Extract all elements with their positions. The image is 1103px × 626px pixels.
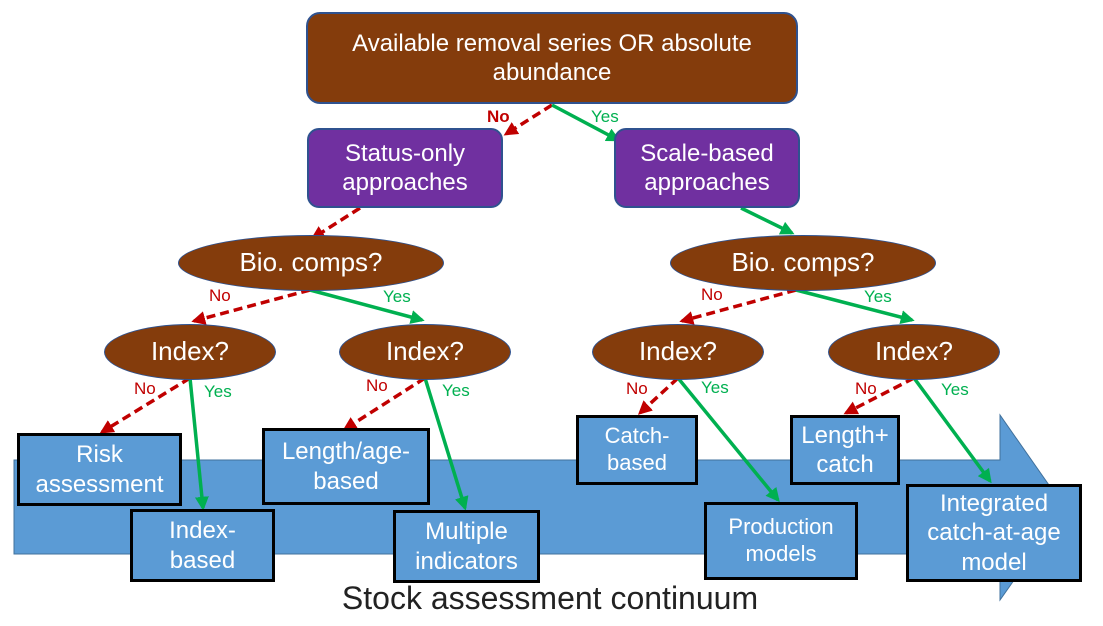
edge-index-2-no	[342, 376, 426, 431]
label-root-no: No	[487, 107, 510, 126]
label-bio-left-yes: Yes	[383, 287, 411, 306]
scale-based-label: Scale-based approaches	[640, 139, 774, 196]
outcome-length-age-based: Length/age-based	[262, 428, 430, 505]
edge-status-to-bio	[310, 206, 361, 240]
label-bio-left-no: No	[209, 286, 231, 305]
bio-comps-right-label: Bio. comps?	[731, 247, 875, 278]
root-question-text: Available removal series OR absolute abu…	[352, 29, 752, 86]
outcome-risk-assessment: Risk assessment	[17, 433, 182, 506]
label-index-3-no: No	[626, 379, 648, 398]
label-bio-right-yes: Yes	[864, 287, 892, 306]
status-only-approaches: Status-only approaches	[307, 128, 503, 208]
index-question-1-label: Index?	[150, 336, 230, 367]
label-index-4-no: No	[855, 379, 877, 398]
outcome-risk-assessment-label: Risk assessment	[35, 441, 164, 498]
label-index-2-yes: Yes	[442, 381, 470, 400]
outcome-index-based: Index-based	[130, 509, 275, 582]
status-only-label: Status-only approaches	[342, 139, 468, 196]
outcome-multiple-indicators-label: Multiple indicators	[415, 518, 518, 575]
outcome-length-catch-label: Length+ catch	[801, 421, 889, 478]
index-question-3: Index?	[592, 324, 764, 380]
edge-index-4-no	[843, 376, 915, 415]
outcome-integrated-catch-at-age: Integrated catch-at-age model	[906, 484, 1082, 582]
edge-index-3-yes	[676, 376, 780, 503]
label-index-1-no: No	[134, 379, 156, 398]
bio-comps-left: Bio. comps?	[178, 235, 444, 291]
root-question: Available removal series OR absolute abu…	[306, 12, 798, 104]
index-question-1: Index?	[104, 324, 276, 380]
edge-index-3-no	[637, 376, 680, 415]
index-question-2-label: Index?	[385, 336, 465, 367]
outcome-production-models: Production models	[704, 502, 858, 580]
scale-based-approaches: Scale-based approaches	[614, 128, 800, 208]
continuum-caption: Stock assessment continuum	[341, 580, 759, 616]
label-index-4-yes: Yes	[941, 380, 969, 399]
index-question-4: Index?	[828, 324, 1000, 380]
index-question-3-label: Index?	[638, 336, 718, 367]
outcome-integrated-catch-at-age-label: Integrated catch-at-age model	[927, 490, 1061, 576]
edge-index-1-yes	[188, 377, 209, 511]
edge-index-4-yes	[912, 376, 992, 484]
label-index-1-yes: Yes	[204, 382, 232, 401]
edge-index-2-yes	[423, 377, 469, 511]
edge-root-yes	[551, 103, 621, 142]
index-question-4-label: Index?	[874, 336, 954, 367]
edge-root-no	[503, 103, 553, 136]
outcome-catch-based: Catch-based	[576, 415, 698, 485]
edge-bio-right-yes	[795, 288, 915, 324]
outcome-length-age-based-label: Length/age-based	[281, 438, 411, 495]
edge-bio-left-yes	[309, 288, 425, 324]
outcome-production-models-label: Production models	[728, 514, 834, 566]
index-question-2: Index?	[339, 324, 511, 380]
label-bio-right-no: No	[701, 285, 723, 304]
outcome-multiple-indicators: Multiple indicators	[393, 510, 540, 583]
bio-comps-left-label: Bio. comps?	[239, 247, 383, 278]
bio-comps-right: Bio. comps?	[670, 235, 936, 291]
outcome-length-catch: Length+ catch	[790, 415, 900, 485]
label-index-3-yes: Yes	[701, 378, 729, 397]
edge-bio-right-no	[679, 288, 797, 325]
label-root-yes: Yes	[591, 107, 619, 126]
outcome-catch-based-label: Catch-based	[604, 423, 670, 475]
outcome-index-based-label: Index-based	[169, 517, 236, 574]
edge-scale-to-bio	[740, 206, 795, 235]
edge-index-1-no	[99, 376, 191, 434]
label-index-2-no: No	[366, 376, 388, 395]
edge-bio-left-no	[191, 288, 311, 325]
